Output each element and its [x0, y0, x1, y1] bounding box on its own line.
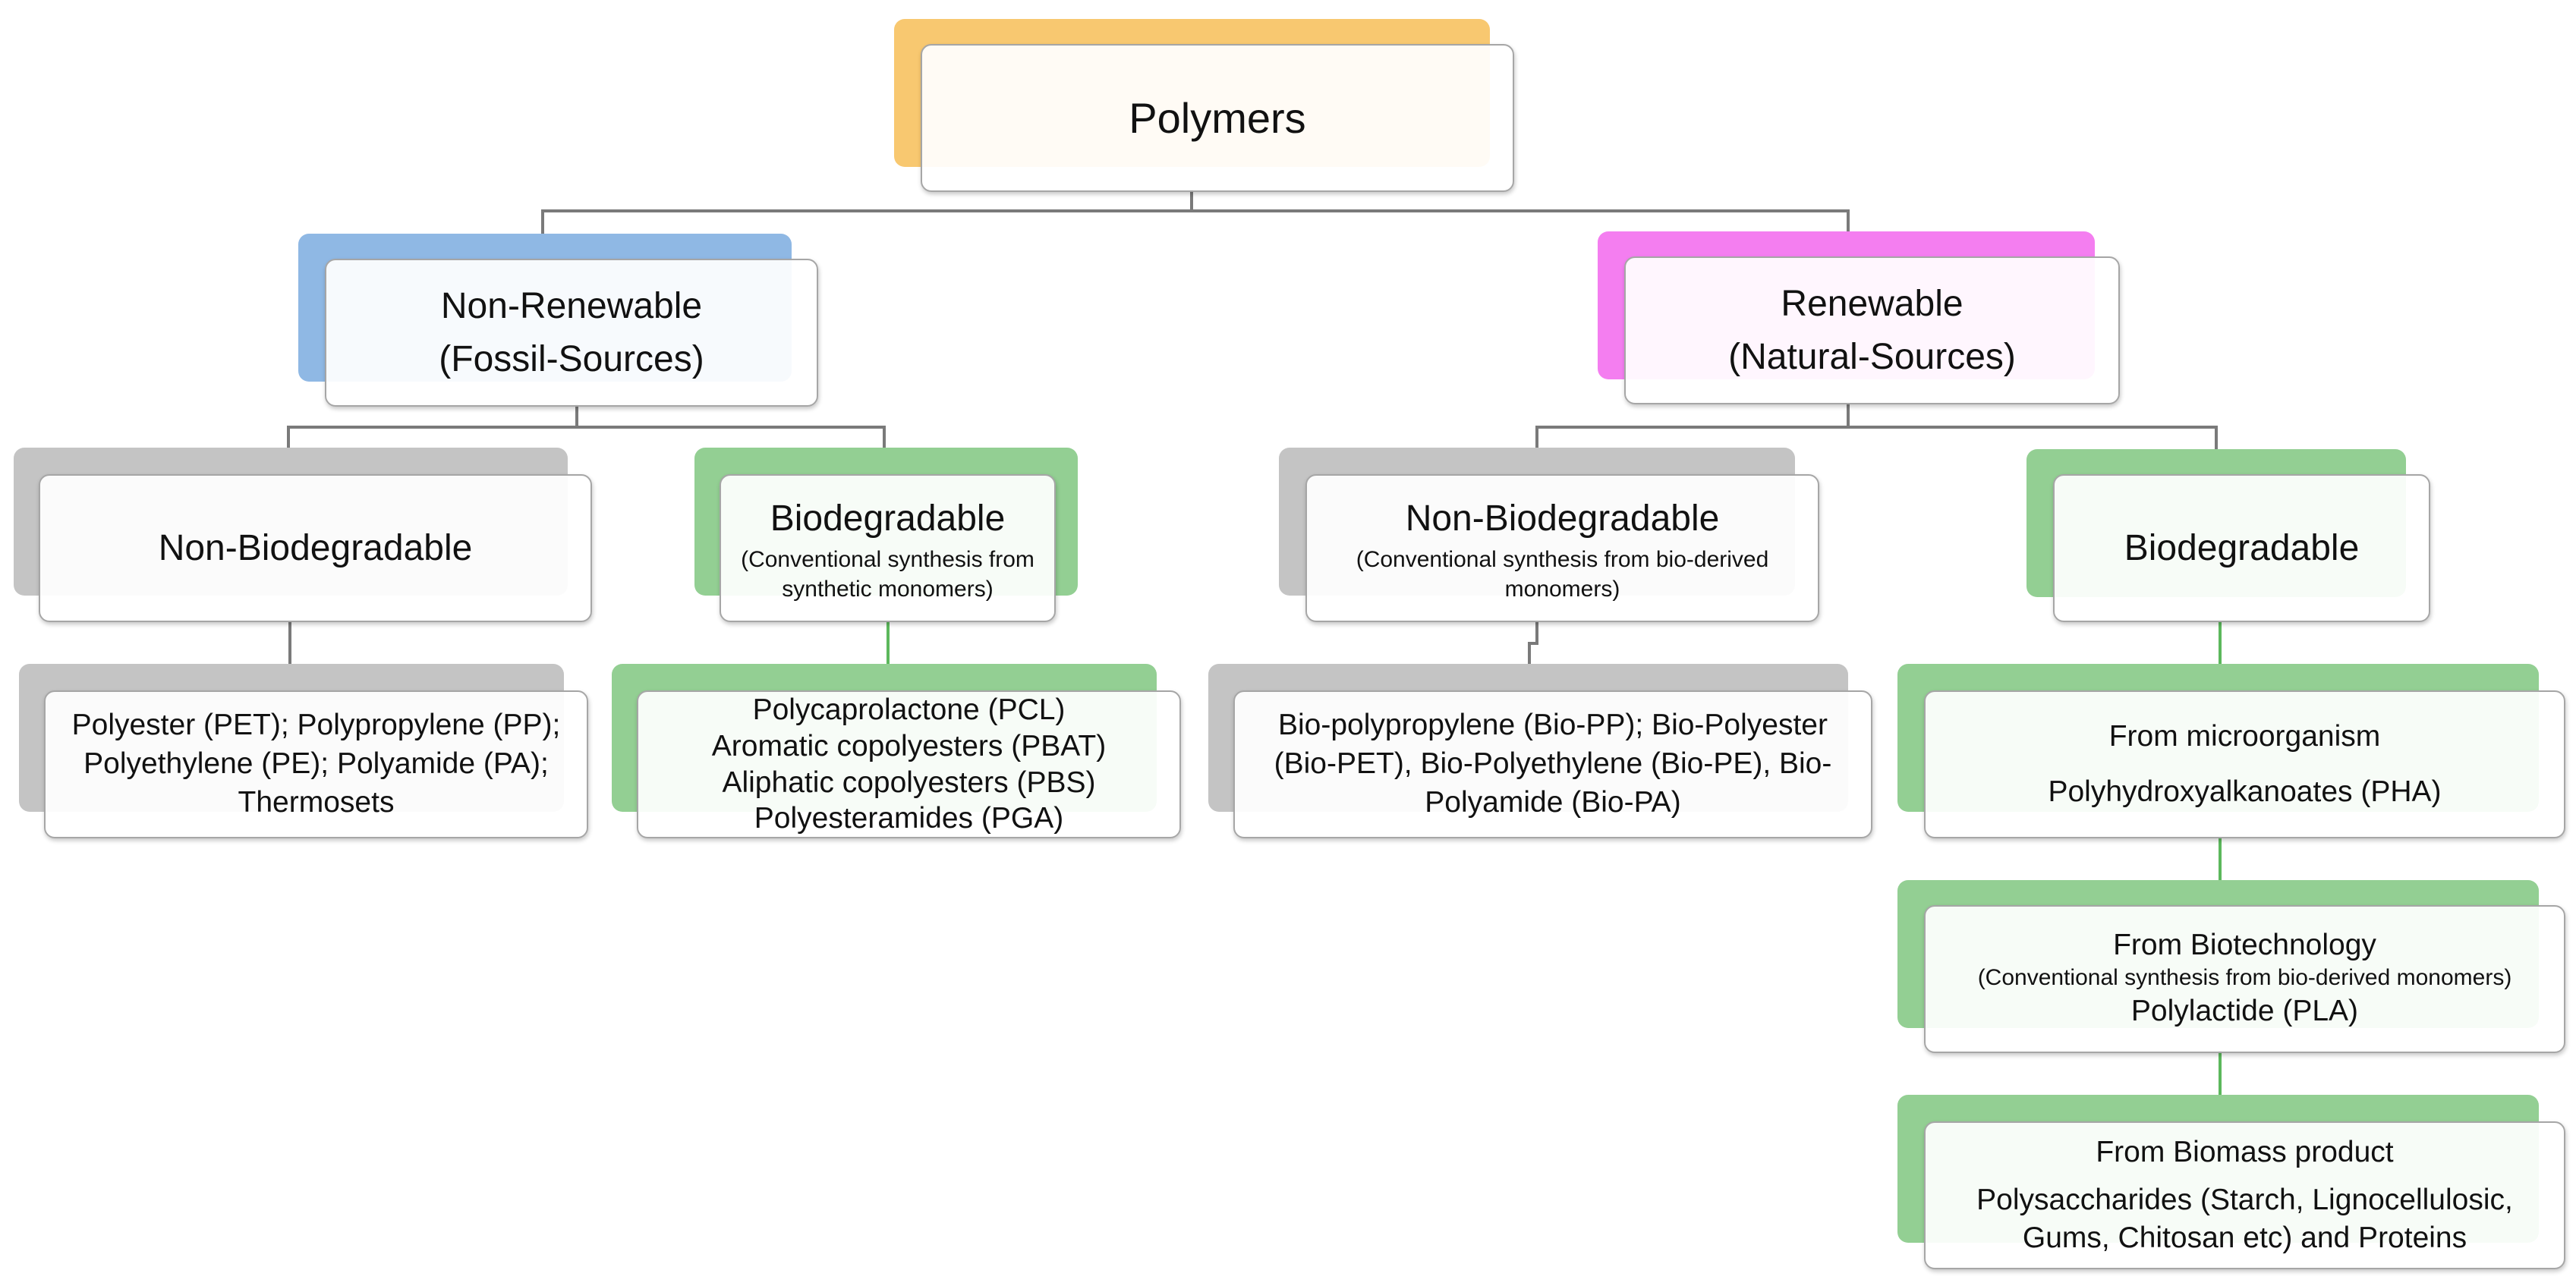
natural-biodegradable-title: Biodegradable: [2124, 527, 2360, 568]
from-microorganism-title: From microorganism: [2108, 719, 2381, 753]
from-microorganism-node: From microorganism Polyhydroxyalkanoates…: [1897, 664, 2565, 838]
from-microorganism-example: Polyhydroxyalkanoates (PHA): [2048, 775, 2442, 808]
fossil-biodegradable-node: Biodegradable (Conventional synthesis fr…: [694, 448, 1078, 622]
fossil-non-biodegradable-box: Non-Biodegradable: [39, 474, 592, 622]
from-biomass-example: Polysaccharides (Starch, Lignocellulosic…: [1976, 1183, 2513, 1254]
natural-non-biodegradable-examples: Bio-polypropylene (Bio-PP); Bio-Polyeste…: [1208, 664, 1872, 838]
fossil-biodegradable-note: (Conventional synthesis from synthetic m…: [741, 547, 1034, 602]
fossil-non-biodegradable-examples-box: Polyester (PET); Polypropylene (PP); Pol…: [44, 690, 588, 838]
natural-non-biodegradable-node: Non-Biodegradable (Conventional synthesi…: [1279, 448, 1819, 622]
fossil-biodegradable-box: Biodegradable (Conventional synthesis fr…: [720, 474, 1056, 622]
fossil-non-biodegradable-node: Non-Biodegradable: [14, 448, 592, 622]
from-microorganism-box: From microorganism Polyhydroxyalkanoates…: [1924, 690, 2565, 838]
polymers-node-box: Polymers: [921, 44, 1514, 192]
fossil-biodegradable-example: Polycaprolactone (PCL): [752, 693, 1066, 727]
fossil-non-biodegradable-title: Non-Biodegradable: [158, 527, 473, 568]
from-biomass-box: From Biomass product Polysaccharides (St…: [1924, 1121, 2565, 1269]
natural-non-biodegradable-examples-box: Bio-polypropylene (Bio-PP); Bio-Polyeste…: [1233, 690, 1872, 838]
renewable-node: Renewable (Natural-Sources): [1598, 231, 2120, 404]
polymers-title: Polymers: [1129, 93, 1306, 142]
fossil-biodegradable-examples: Polycaprolactone (PCL) Aromatic copolyes…: [612, 664, 1181, 838]
renewable-node-box: Renewable (Natural-Sources): [1624, 256, 2120, 404]
non-renewable-node: Non-Renewable (Fossil-Sources): [298, 234, 818, 407]
natural-non-biodegradable-box: Non-Biodegradable (Conventional synthesi…: [1305, 474, 1819, 622]
from-biomass-node: From Biomass product Polysaccharides (St…: [1897, 1095, 2565, 1269]
non-renewable-node-box: Non-Renewable (Fossil-Sources): [325, 259, 818, 407]
natural-non-biodegradable-title: Non-Biodegradable: [1405, 498, 1720, 539]
non-renewable-title: Non-Renewable: [440, 285, 703, 326]
from-biomass-title: From Biomass product: [2096, 1136, 2394, 1169]
from-biotechnology-example: Polylactide (PLA): [2130, 994, 2359, 1027]
fossil-biodegradable-title: Biodegradable: [770, 498, 1006, 539]
renewable-subtitle: (Natural-Sources): [1728, 336, 2016, 377]
renewable-title: Renewable: [1781, 283, 1963, 324]
from-biotechnology-box: From Biotechnology (Conventional synthes…: [1924, 905, 2565, 1053]
fossil-biodegradable-example: Aromatic copolyesters (PBAT): [711, 729, 1107, 762]
fossil-biodegradable-example: Polyesteramides (PGA): [754, 802, 1064, 835]
fossil-biodegradable-examples-box: Polycaprolactone (PCL) Aromatic copolyes…: [637, 690, 1181, 838]
from-biotechnology-node: From Biotechnology (Conventional synthes…: [1897, 880, 2565, 1053]
connector-fossil-to-children: [287, 404, 886, 450]
fossil-biodegradable-example: Aliphatic copolyesters (PBS): [722, 766, 1096, 799]
from-biotechnology-title: From Biotechnology: [2113, 929, 2376, 962]
from-biotechnology-note: (Conventional synthesis from bio-derived…: [1977, 965, 2512, 991]
fossil-non-biodegradable-examples: Polyester (PET); Polypropylene (PP); Pol…: [19, 664, 588, 838]
natural-non-biodegradable-examples-text: Bio-polypropylene (Bio-PP); Bio-Polyeste…: [1274, 709, 1832, 819]
natural-biodegradable-node: Biodegradable: [2026, 449, 2430, 622]
non-renewable-subtitle: (Fossil-Sources): [439, 338, 704, 379]
connector-natural-nonbio-examples: [1528, 621, 1538, 668]
fossil-non-biodegradable-examples-text: Polyester (PET); Polypropylene (PP); Pol…: [71, 709, 561, 819]
connector-natural-to-children: [1535, 404, 2218, 450]
natural-biodegradable-box: Biodegradable: [2053, 474, 2430, 622]
natural-non-biodegradable-note: (Conventional synthesis from bio-derived…: [1356, 547, 1769, 602]
polymers-node: Polymers: [894, 19, 1515, 192]
